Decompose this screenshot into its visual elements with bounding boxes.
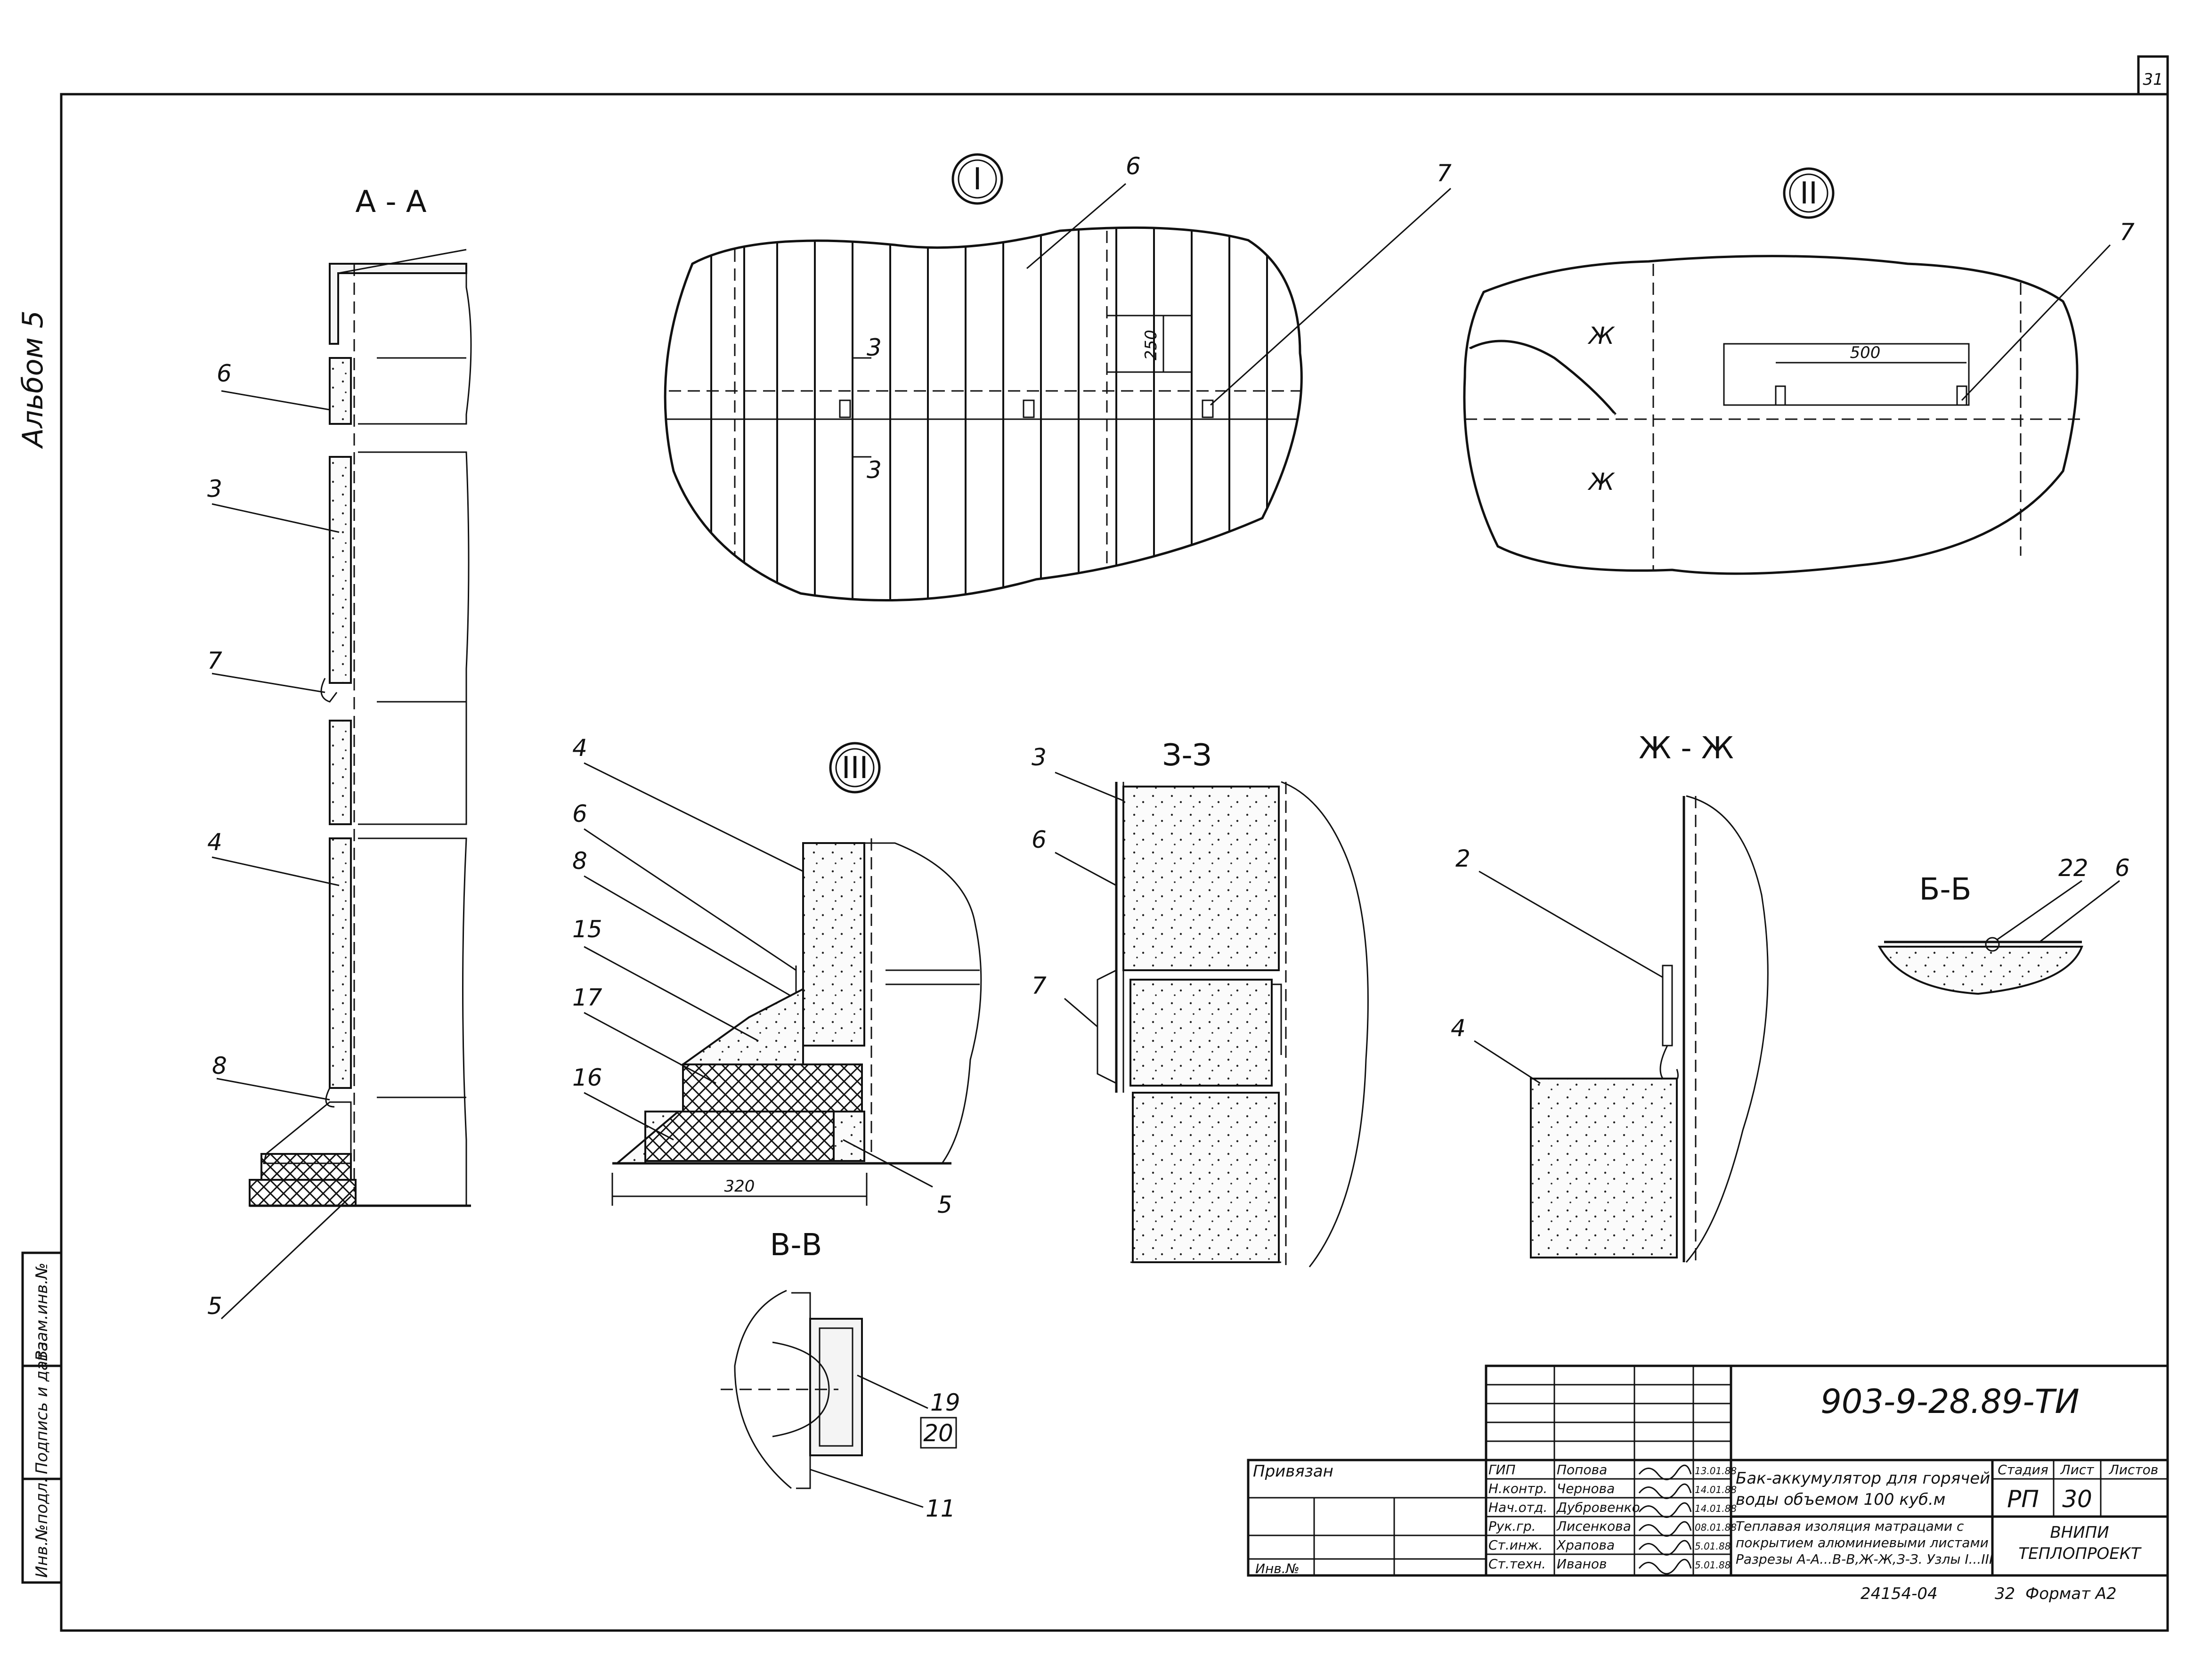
date-3: 08.01.88 — [1695, 1522, 1737, 1533]
footer-code: 24154-04 — [1861, 1584, 1938, 1603]
callout-node3-16: 16 — [572, 1064, 602, 1091]
section-a-a-label: А - А — [355, 185, 427, 219]
name-1: Чернова — [1557, 1481, 1615, 1496]
stamp-signature-date: Подпись и дата — [33, 1341, 51, 1474]
section-zh-zh-label: Ж - Ж — [1639, 731, 1734, 766]
section-z-z: З-З 3 6 7 — [1032, 738, 1369, 1267]
inv-label: Инв.№ — [1255, 1561, 1300, 1576]
left-stamp: Инв.№подл. Подпись и дата Взам.инв.№ — [21, 1251, 63, 1584]
date-0: 13.01.88 — [1695, 1465, 1737, 1477]
name-2: Дубровенко — [1556, 1500, 1640, 1515]
signatures — [1638, 1464, 1692, 1574]
stamp-replacement-inv: Взам.инв.№ — [33, 1263, 51, 1361]
section-b-b: Б-Б 22 6 — [1877, 854, 2130, 995]
section-3-bottom: 3 — [867, 456, 882, 484]
dim-500: 500 — [1850, 343, 1881, 362]
callout-node3-5: 5 — [937, 1191, 952, 1218]
stamp-inv-original: Инв.№подл. — [33, 1477, 51, 1578]
callout-bb-6: 6 — [2115, 854, 2130, 882]
section-3-top: 3 — [867, 334, 882, 361]
section-z-z-label: З-З — [1162, 738, 1211, 773]
callout-aa-6: 6 — [217, 360, 232, 387]
callout-vv-19: 19 — [930, 1389, 960, 1416]
section-zh-top: Ж — [1587, 322, 1615, 349]
callout-node3-17: 17 — [572, 984, 602, 1011]
node-3-label: III — [842, 751, 869, 786]
stage-value: РП — [2007, 1485, 2039, 1513]
doc-code: 903-9-28.89-ТИ — [1820, 1382, 2079, 1421]
role-4: Ст.инж. — [1488, 1537, 1543, 1553]
name-5: Иванов — [1557, 1556, 1607, 1572]
callout-aa-7: 7 — [207, 647, 222, 674]
date-5: 5.01.88 — [1695, 1559, 1731, 1571]
callout-node1-6: 6 — [1126, 153, 1141, 180]
name-0: Попова — [1557, 1462, 1607, 1477]
callout-zz-7: 7 — [1032, 972, 1047, 999]
callout-node3-6: 6 — [572, 800, 587, 828]
title-block: Привязан Инв.№ 903-9-28.89-ТИ ГИП Н.конт… — [1247, 1364, 2169, 1603]
callout-bb-22: 22 — [2058, 854, 2088, 882]
album-label: Альбом 5 — [16, 310, 49, 449]
node-2: II 500 Ж Ж 7 — [1463, 167, 2135, 575]
dim-250: 250 — [1142, 330, 1161, 360]
role-1: Н.контр. — [1488, 1481, 1547, 1496]
callout-node2-7: 7 — [2120, 219, 2135, 246]
name-3: Лисенкова — [1556, 1518, 1631, 1534]
section-v-v: В-В 19 20 11 — [721, 1228, 960, 1522]
callout-node3-4: 4 — [572, 734, 587, 762]
sheet-number: 31 — [2143, 70, 2163, 89]
node-3: III 320 4 6 8 15 17 16 5 — [572, 734, 982, 1218]
section-v-v-label: В-В — [770, 1228, 822, 1263]
callout-node3-15: 15 — [572, 916, 602, 943]
sheet-label: Лист — [2060, 1462, 2095, 1477]
title-line-2: воды объемом 100 куб.м — [1736, 1490, 1945, 1509]
section-a-a: А - А 6 3 7 4 8 5 — [207, 185, 472, 1320]
bound-label: Привязан — [1253, 1462, 1333, 1481]
node-1-label: I — [973, 162, 982, 197]
subtitle-line-2: покрытием алюминиевыми листами — [1736, 1535, 1989, 1550]
sheet-value: 30 — [2062, 1485, 2092, 1513]
callout-aa-8: 8 — [212, 1052, 227, 1079]
callout-zz-3: 3 — [1032, 744, 1047, 771]
role-3: Рук.гр. — [1488, 1518, 1536, 1534]
subtitle-line-1: Теплавая изоляция матрацами с — [1736, 1518, 1964, 1534]
stage-label: Стадия — [1998, 1462, 2048, 1477]
subtitle-line-3: Разрезы А-А...В-В,Ж-Ж,З-З. Узлы I...III — [1736, 1551, 1993, 1567]
role-2: Нач.отд. — [1488, 1500, 1547, 1515]
callout-vv-11: 11 — [926, 1495, 956, 1522]
section-zh-bottom: Ж — [1587, 468, 1615, 495]
callout-zhzh-2: 2 — [1455, 845, 1471, 872]
dim-320: 320 — [724, 1177, 755, 1196]
format-label: Формат А2 — [2025, 1584, 2117, 1603]
section-zh-zh: Ж - Ж 2 4 — [1451, 731, 1769, 1263]
sheet-frame: 31 Альбом 5 — [16, 55, 2169, 1632]
node-2-label: II — [1800, 176, 1818, 211]
callout-vv-20: 20 — [923, 1420, 953, 1447]
sheets-label: Листов — [2109, 1462, 2159, 1477]
callout-node3-8: 8 — [572, 847, 587, 875]
callout-zz-6: 6 — [1032, 826, 1047, 853]
callout-aa-5: 5 — [207, 1292, 222, 1320]
role-0: ГИП — [1488, 1462, 1516, 1477]
callout-aa-4: 4 — [207, 828, 222, 856]
date-4: 5.01.88 — [1695, 1541, 1731, 1552]
node-1: I 3 3 — [664, 153, 1452, 602]
date-1: 14.01.88 — [1695, 1484, 1737, 1495]
org-line-1: ВНИПИ — [2050, 1523, 2109, 1542]
org-line-2: ТЕПЛОПРОЕКТ — [2018, 1544, 2142, 1563]
callout-zhzh-4: 4 — [1451, 1014, 1466, 1042]
callout-aa-3: 3 — [207, 475, 222, 503]
callout-node1-7: 7 — [1437, 160, 1452, 187]
title-line-1: Бак-аккумулятор для горячей — [1736, 1469, 1990, 1488]
section-b-b-label: Б-Б — [1919, 872, 1972, 907]
footer-num: 32 — [1995, 1584, 2015, 1603]
name-4: Храпова — [1556, 1537, 1615, 1553]
role-5: Ст.техн. — [1488, 1556, 1546, 1572]
date-2: 14.01.88 — [1695, 1503, 1737, 1514]
